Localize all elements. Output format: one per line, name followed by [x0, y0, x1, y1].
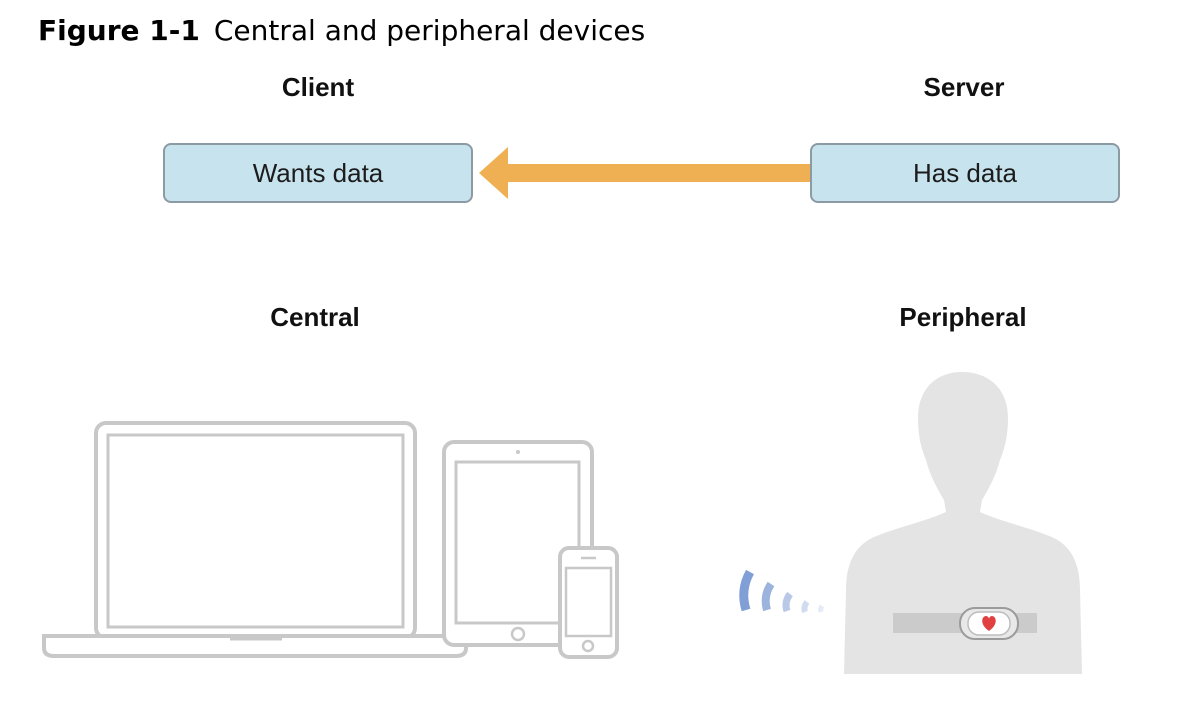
laptop-icon: [42, 421, 468, 658]
server-box: Has data: [810, 143, 1120, 203]
data-flow-arrow: [479, 147, 810, 199]
signal-waves-icon: [739, 569, 825, 614]
heart-rate-strap: [893, 607, 1037, 640]
central-label: Central: [270, 302, 360, 332]
figure-title: Central and peripheral devices: [213, 14, 646, 47]
client-box: Wants data: [163, 143, 473, 203]
client-label: Client: [281, 72, 355, 102]
figure-caption: Figure 1-1 Central and peripheral devices: [38, 14, 645, 47]
phone-icon: [558, 546, 619, 659]
server-label: Server: [923, 72, 1005, 102]
figure-number: Figure 1-1: [38, 14, 200, 47]
heart-icon: [982, 616, 996, 631]
tablet-icon: [442, 440, 594, 647]
person-silhouette-icon: [844, 372, 1082, 674]
peripheral-label: Peripheral: [899, 302, 1027, 332]
